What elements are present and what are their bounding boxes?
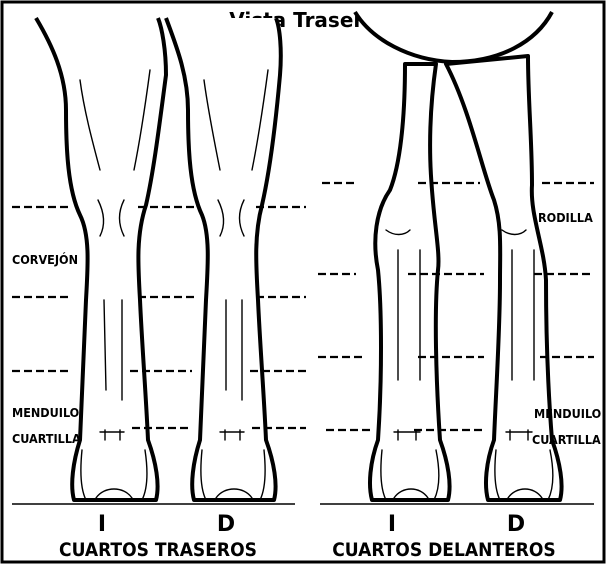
label-fore-fetlock: MENDUILO	[534, 406, 601, 421]
side-left-fore: I	[388, 512, 396, 537]
side-right-fore: D	[507, 512, 525, 537]
label-fore-pastern: CUARTILLA	[532, 432, 601, 447]
label-hind-pastern: CUARTILLA	[12, 431, 81, 446]
label-knee: RODILLA	[538, 210, 593, 225]
label-hock: CORVEJÓN	[12, 252, 78, 267]
section-title-fore: CUARTOS DELANTEROS	[332, 539, 555, 561]
label-hind-fetlock: MENDUILO	[12, 405, 79, 420]
side-left-hind: I	[98, 512, 106, 537]
side-right-hind: D	[217, 512, 235, 537]
section-title-hind: CUARTOS TRASEROS	[59, 539, 257, 561]
